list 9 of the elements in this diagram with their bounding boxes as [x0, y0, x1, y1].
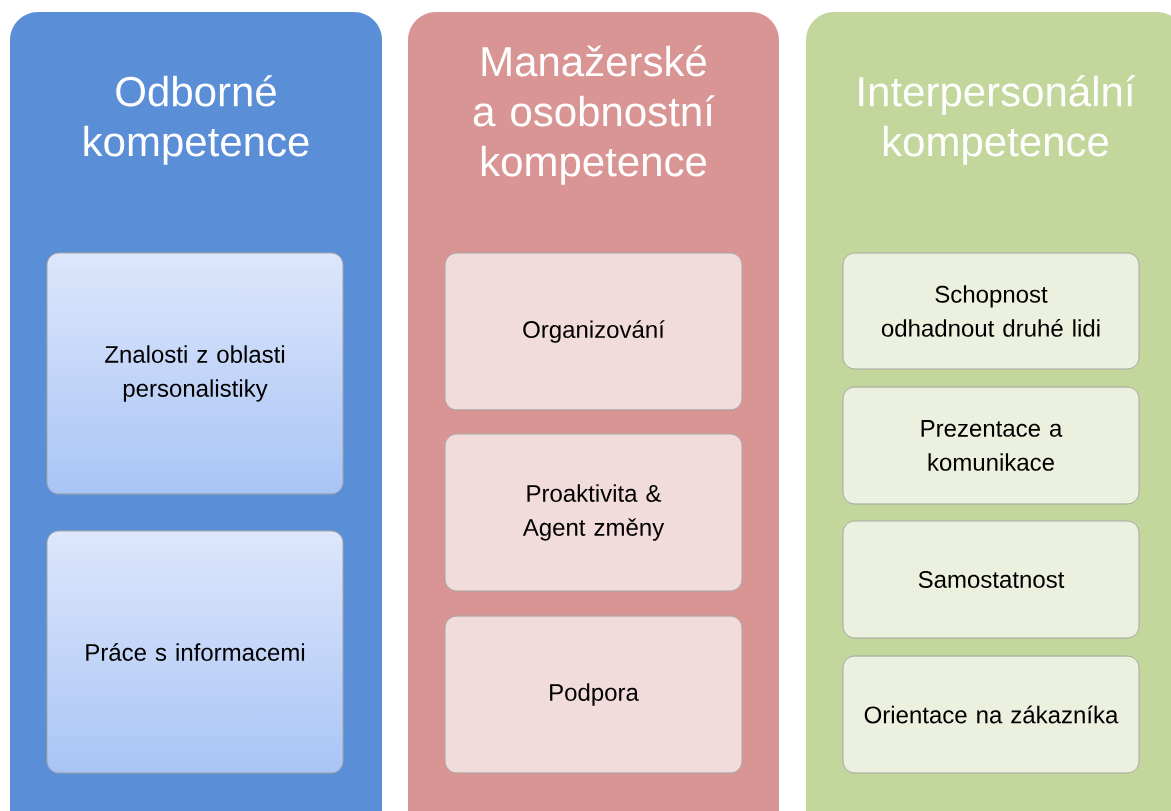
- category-box: Organizování: [444, 252, 743, 411]
- category-box: Samostatnost: [842, 520, 1140, 639]
- category-box: Orientace na zákazníka: [842, 655, 1140, 774]
- category-box: Schopnost odhadnout druhé lidi: [842, 252, 1140, 370]
- category-box: Prezentace a komunikace: [842, 386, 1140, 505]
- category-box: Proaktivita & Agent změny: [444, 433, 743, 592]
- category-box: Znalosti z oblasti personalistiky: [46, 252, 344, 495]
- category-box: Podpora: [444, 615, 743, 774]
- category-box: Práce s informacemi: [46, 530, 344, 774]
